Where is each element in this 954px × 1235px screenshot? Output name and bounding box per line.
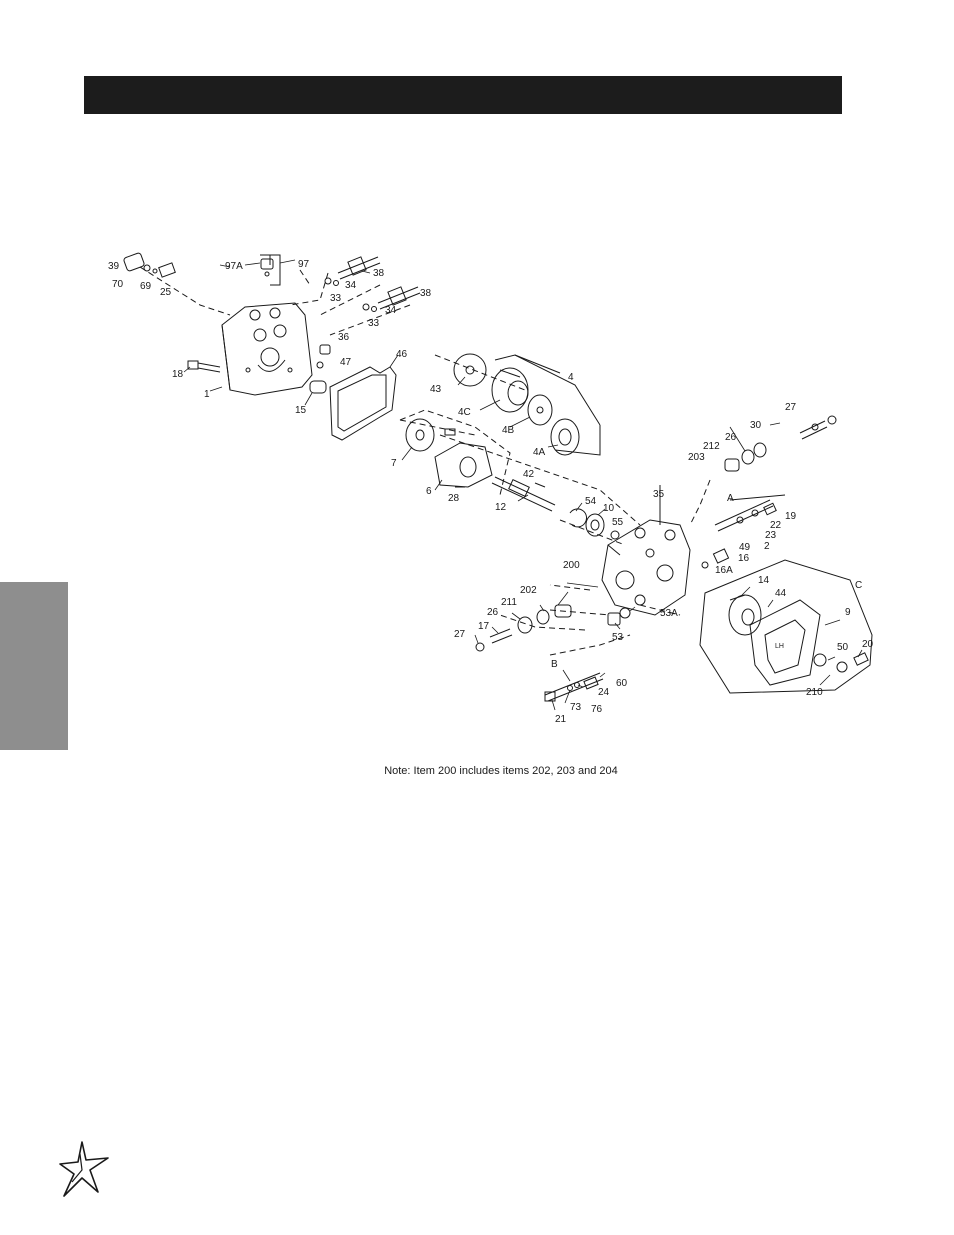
shaft-38-upper <box>337 256 381 280</box>
label-210: 210 <box>806 687 823 698</box>
assembly-dash-lines <box>139 266 711 656</box>
label-53A: 53A <box>660 608 678 619</box>
label-20: 20 <box>862 639 874 650</box>
housing-1 <box>221 302 313 396</box>
brand-star-logo-icon <box>59 1141 109 1197</box>
label-6: 6 <box>426 486 432 497</box>
label-54: 54 <box>585 496 597 507</box>
parts-diagram-svg: 39 70 69 25 97A 97 38 34 33 38 34 33 36 … <box>108 252 874 725</box>
label-47: 47 <box>340 357 352 368</box>
exploded-parts-diagram: 39 70 69 25 97A 97 38 34 33 38 34 33 36 … <box>80 195 900 785</box>
main-body-200 <box>601 485 691 616</box>
label-16A: 16A <box>715 565 733 576</box>
label-1: 1 <box>204 389 210 400</box>
label-60: 60 <box>616 678 628 689</box>
part-labels: 39 70 69 25 97A 97 38 34 33 38 34 33 36 … <box>108 259 874 725</box>
outline-c <box>699 559 873 694</box>
label-203: 203 <box>688 452 705 463</box>
label-lh-marking: LH <box>775 643 784 650</box>
label-15: 15 <box>295 405 307 416</box>
label-22: 22 <box>770 520 782 531</box>
side-tab-marker <box>0 582 68 750</box>
label-53: 53 <box>612 632 624 643</box>
label-76: 76 <box>591 704 603 715</box>
label-44: 44 <box>775 588 787 599</box>
label-C: C <box>855 580 862 591</box>
label-36: 36 <box>338 332 350 343</box>
label-21: 21 <box>555 714 567 725</box>
label-18: 18 <box>172 369 184 380</box>
label-212: 212 <box>703 441 720 452</box>
label-50: 50 <box>837 642 849 653</box>
label-10: 10 <box>603 503 615 514</box>
label-17: 17 <box>478 621 490 632</box>
diagram-note: Note: Item 200 includes items 202, 203 a… <box>384 765 618 777</box>
label-B: B <box>551 659 558 670</box>
label-97A: 97A <box>225 261 243 272</box>
label-97: 97 <box>298 259 310 270</box>
label-26-lower: 26 <box>487 607 499 618</box>
label-27-upper: 27 <box>785 402 797 413</box>
label-38-lower: 38 <box>420 288 432 299</box>
label-9: 9 <box>845 607 851 618</box>
label-69: 69 <box>140 281 152 292</box>
label-34-lower: 34 <box>385 305 397 316</box>
label-14: 14 <box>758 575 770 586</box>
label-70: 70 <box>112 279 124 290</box>
label-42: 42 <box>523 469 535 480</box>
label-202: 202 <box>520 585 537 596</box>
label-200: 200 <box>563 560 580 571</box>
label-4: 4 <box>568 372 574 383</box>
label-28: 28 <box>448 493 460 504</box>
label-4A: 4A <box>533 447 546 458</box>
section-header-bar <box>84 76 842 114</box>
label-23: 23 <box>765 530 777 541</box>
label-26-upper: 26 <box>725 432 737 443</box>
label-2: 2 <box>764 541 770 552</box>
label-27-lower: 27 <box>454 629 466 640</box>
label-33-upper: 33 <box>330 293 342 304</box>
label-211: 211 <box>501 597 517 608</box>
shaft-12 <box>491 476 556 512</box>
label-33-lower: 33 <box>368 318 380 329</box>
label-A: A <box>727 493 734 504</box>
label-25: 25 <box>160 287 172 298</box>
gasket-46 <box>329 366 397 441</box>
label-7: 7 <box>391 458 397 469</box>
label-55: 55 <box>612 517 624 528</box>
shaft-38-lower <box>377 286 421 310</box>
label-19: 19 <box>785 511 797 522</box>
label-39: 39 <box>108 261 120 272</box>
label-16: 16 <box>738 553 750 564</box>
label-43: 43 <box>430 384 442 395</box>
label-24: 24 <box>598 687 610 698</box>
label-30: 30 <box>750 420 762 431</box>
label-4B: 4B <box>502 425 515 436</box>
label-4C: 4C <box>458 407 471 418</box>
label-73: 73 <box>570 702 582 713</box>
label-34-upper: 34 <box>345 280 357 291</box>
label-12: 12 <box>495 502 507 513</box>
label-46: 46 <box>396 349 408 360</box>
label-35: 35 <box>653 489 665 500</box>
label-38-upper: 38 <box>373 268 385 279</box>
label-49: 49 <box>739 542 751 553</box>
